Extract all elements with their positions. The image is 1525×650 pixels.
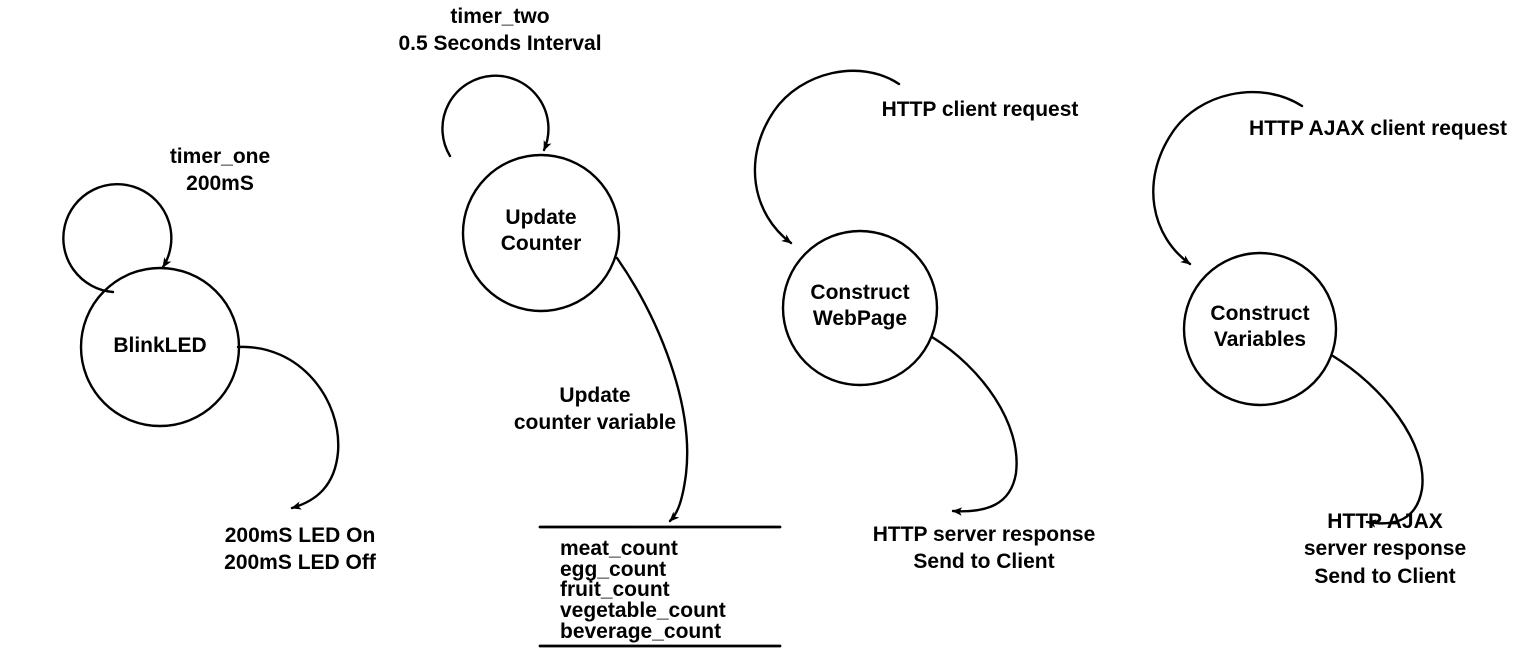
edge-blinkled-output <box>236 345 340 510</box>
data-store-item: egg_count <box>560 558 667 581</box>
edge-label-timer-one: timer_one 200mS <box>169 145 271 196</box>
data-store-counter: meat_count egg_count fruit_count vegetab… <box>540 527 780 646</box>
process-circle-construct-webpage[interactable] <box>781 229 939 387</box>
edge-label-update-counter-variable: Update counter variable <box>513 384 677 435</box>
edge-label-timer-two: timer_two 0.5 Seconds Interval <box>398 5 602 56</box>
data-store-item: beverage_count <box>560 620 722 643</box>
edge-label-http-server-response: HTTP server response Send to Client <box>872 523 1096 574</box>
edge-label-http-ajax-client-request: HTTP AJAX client request <box>1249 117 1507 140</box>
edge-label-blink-output: 200mS LED On 200mS LED Off <box>224 524 376 575</box>
data-store-item: fruit_count <box>560 578 670 601</box>
data-store-item: vegetable_count <box>560 599 726 622</box>
edge-timer-one-loop <box>62 182 173 294</box>
edge-label-http-client-request: HTTP client request <box>881 98 1079 121</box>
edge-label-http-ajax-server-response: HTTP AJAX server response Send to Client <box>1303 510 1467 588</box>
edge-http-client-request <box>753 69 901 245</box>
edge-update-counter-to-store <box>615 256 689 523</box>
edge-http-server-response <box>930 335 1018 516</box>
edge-timer-two-loop <box>441 74 552 158</box>
data-store-item: meat_count <box>560 537 678 560</box>
edge-http-ajax-request <box>1152 90 1304 266</box>
process-circle-update-counter[interactable] <box>461 153 621 313</box>
process-circle-construct-variables[interactable] <box>1182 251 1338 407</box>
edge-http-ajax-response <box>1331 354 1424 528</box>
